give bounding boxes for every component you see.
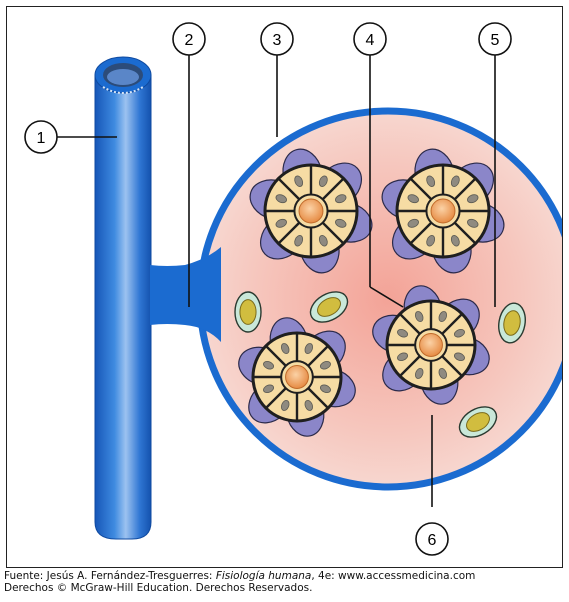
figure-frame: 1 2 3 4 5 6	[6, 6, 563, 568]
svg-text:3: 3	[273, 32, 282, 49]
figure-caption: Fuente: Jesús A. Fernández-Tresguerres: …	[4, 570, 567, 594]
book-title: Fisiología humana	[216, 570, 312, 582]
svg-text:5: 5	[491, 32, 500, 49]
svg-text:4: 4	[366, 32, 375, 49]
label-2: 2	[173, 23, 205, 55]
svg-text:1: 1	[37, 130, 46, 147]
copyright-line: Derechos © McGraw-Hill Education. Derech…	[4, 582, 567, 594]
source-line: Fuente: Jesús A. Fernández-Tresguerres: …	[4, 570, 567, 582]
free-cell	[235, 292, 261, 332]
label-5: 5	[479, 23, 511, 55]
svg-text:6: 6	[428, 532, 437, 549]
gland-diagram: 1 2 3 4 5 6	[7, 7, 563, 568]
label-1: 1	[25, 121, 57, 153]
label-4: 4	[354, 23, 386, 55]
label-3: 3	[261, 23, 293, 55]
vessel	[95, 57, 151, 539]
svg-text:2: 2	[185, 32, 194, 49]
label-6: 6	[416, 523, 448, 555]
branch-vessel	[150, 247, 221, 342]
